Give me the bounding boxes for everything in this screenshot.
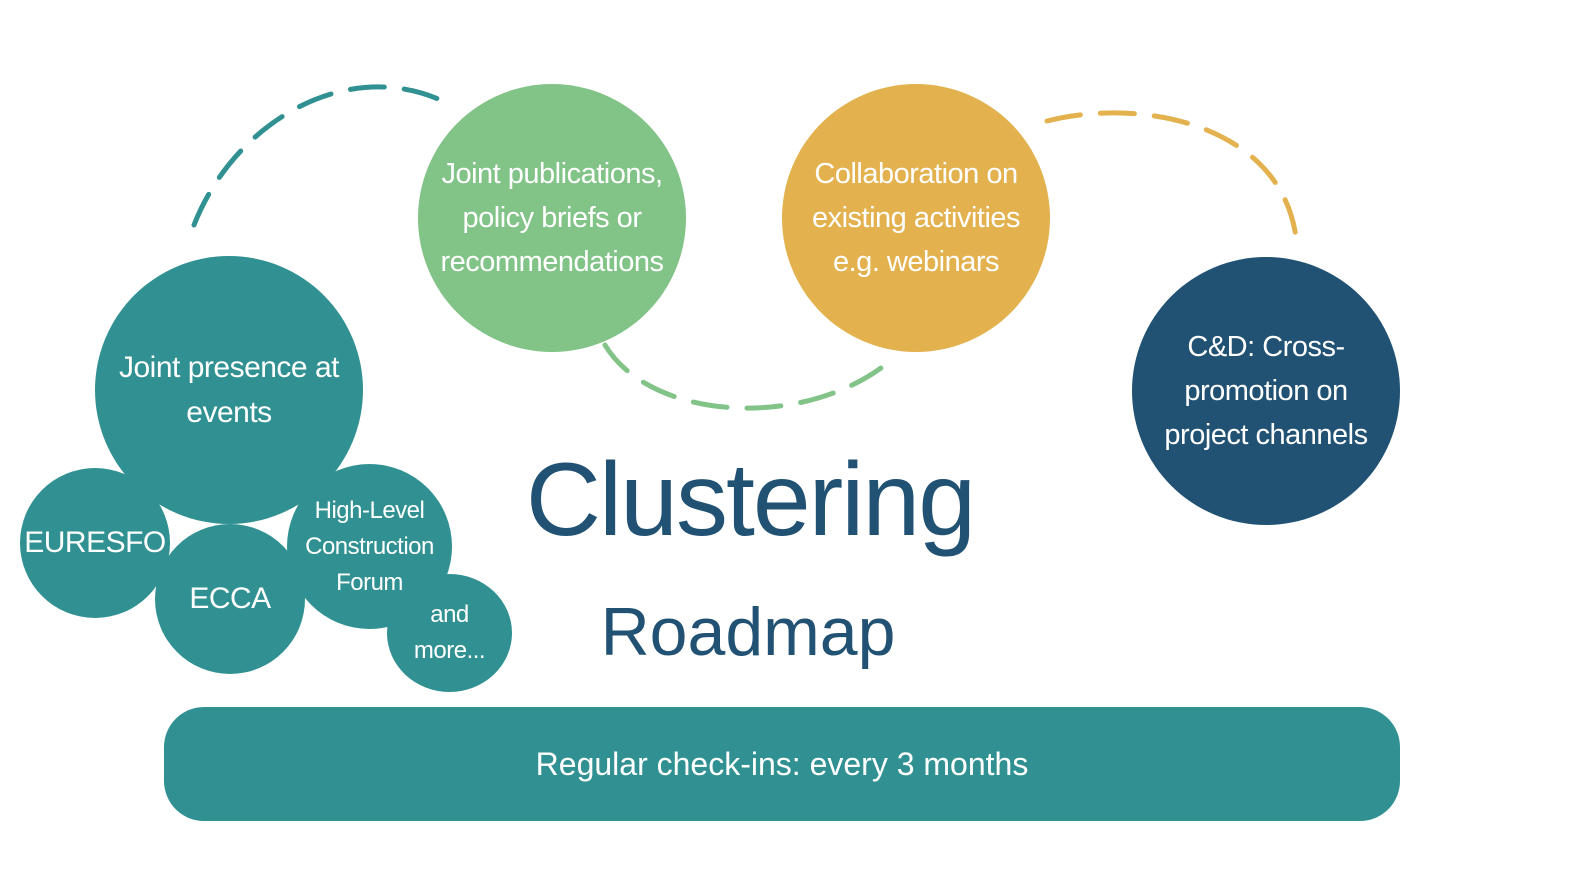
collaboration-label: Collaboration on existing activities e.g… [811, 158, 1021, 278]
diagram-subtitle: Roadmap [600, 594, 896, 670]
and-more-node: and more... [387, 574, 512, 692]
gold-dashed-arc [1044, 110, 1300, 251]
collaboration-node: Collaboration on existing activities e.g… [782, 84, 1050, 352]
and-more-label: and more... [413, 601, 486, 664]
joint-publications-label: Joint publications, policy briefs or rec… [440, 158, 665, 278]
check-ins-bar: Regular check-ins: every 3 months [164, 707, 1400, 821]
check-ins-label: Regular check-ins: every 3 months [535, 745, 1029, 782]
euresfo-label: EURESFO [24, 526, 166, 559]
ecca-label: ECCA [189, 582, 271, 615]
joint-presence-node: Joint presence at events [95, 256, 363, 524]
green-dashed-arc [602, 342, 888, 411]
joint-presence-label: Joint presence at events [119, 351, 339, 429]
joint-publications-node: Joint publications, policy briefs or rec… [418, 84, 686, 352]
cd-cross-promotion-node: C&D: Cross- promotion on project channel… [1132, 257, 1400, 525]
euresfo-node: EURESFO [20, 468, 170, 618]
ecca-node: ECCA [155, 524, 305, 674]
diagram-title: Clustering [525, 442, 976, 558]
cd-cross-promotion-label: C&D: Cross- promotion on project channel… [1164, 331, 1368, 451]
high-level-forum-label: High-Level Construction Forum [305, 496, 434, 596]
teal-dashed-arc [191, 84, 450, 228]
